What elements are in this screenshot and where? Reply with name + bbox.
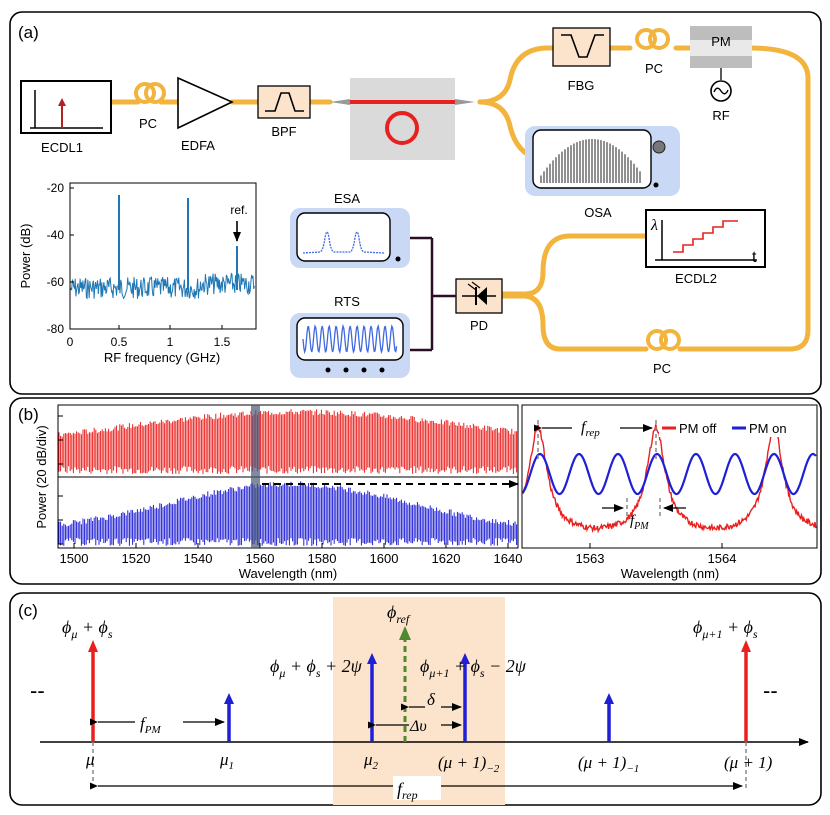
legend-pm-on: PM on xyxy=(749,421,787,436)
pc3-label: PC xyxy=(653,361,671,376)
spectrum-xticks xyxy=(73,543,509,548)
osa-spectrum-lines xyxy=(540,139,641,183)
panel-a-label: (a) xyxy=(18,23,39,42)
inset-ylabel: Power (dB) xyxy=(18,223,33,288)
b-right-xlabel: Wavelength (nm) xyxy=(621,566,720,581)
b-left-xtick-4: 1580 xyxy=(308,551,337,566)
fbg-filter xyxy=(552,27,611,67)
electrical-cables xyxy=(410,236,456,352)
b-left-ylabel: Power (20 dB/div) xyxy=(34,425,49,528)
edfa-label: EDFA xyxy=(181,138,215,153)
ecdl1-laser xyxy=(20,80,112,134)
rf-noise-trace xyxy=(70,272,255,300)
inset-xlabel: RF frequency (GHz) xyxy=(104,350,220,365)
inset-ytick-4: -80 xyxy=(47,322,65,336)
inset-annotation-ref: ref. xyxy=(230,203,247,217)
zoom-pm-off xyxy=(522,424,817,534)
panel-a-frame xyxy=(9,11,822,395)
phi-mu1-right: ϕμ+1 + ϕs xyxy=(693,617,758,641)
phi-mu-left: ϕμ + ϕs xyxy=(62,617,113,641)
ecdl2-lambda: λ xyxy=(650,217,658,234)
tick-mu: μ xyxy=(85,750,95,769)
legend-pm-off: PM off xyxy=(679,421,717,436)
ecdl2-t: t xyxy=(752,249,757,266)
b-left-xtick-1: 1520 xyxy=(122,551,151,566)
osa-label: OSA xyxy=(584,205,612,220)
b-left-xtick-2: 1540 xyxy=(184,551,213,566)
pc3-coil-icon xyxy=(646,329,681,351)
spectrum-yticks xyxy=(58,415,63,545)
frep-label: frep xyxy=(581,419,600,439)
esa-label: ESA xyxy=(334,191,360,206)
inset-xtick-1: 0 xyxy=(67,335,74,349)
dashes-right: -- xyxy=(763,678,778,703)
phase-modulator xyxy=(690,26,752,102)
zoom-highlight-band xyxy=(251,405,260,548)
bpf-label: BPF xyxy=(271,124,296,139)
rts-label: RTS xyxy=(334,294,360,309)
ecdl1-label: ECDL1 xyxy=(41,140,83,155)
spectrum-pm-on xyxy=(58,481,518,546)
edfa-amplifier-icon xyxy=(177,76,234,130)
inset-xtick-3: 1 xyxy=(167,335,174,349)
b-left-xtick-6: 1620 xyxy=(432,551,461,566)
b-right-xtick-0: 1563 xyxy=(576,551,605,566)
pc2-label: PC xyxy=(645,61,663,76)
inset-xtick-2: 0.5 xyxy=(111,335,128,349)
pm-label: PM xyxy=(711,34,731,49)
esa-instrument xyxy=(290,208,410,268)
osa-instrument xyxy=(525,126,680,196)
reference-region-box xyxy=(333,597,505,805)
microring-resonator xyxy=(330,78,475,160)
rf-spectrum-inset xyxy=(69,182,257,330)
tick-mu-plus-1-minus-2: (μ + 1)−2 xyxy=(438,753,500,775)
panel-c-label: (c) xyxy=(18,601,38,620)
pc1-label: PC xyxy=(139,116,157,131)
bpf-filter xyxy=(257,85,311,119)
fbg-label: FBG xyxy=(568,78,595,93)
photodetector xyxy=(455,278,503,314)
inset-ytick-1: -20 xyxy=(47,181,65,195)
inset-ytick-3: -60 xyxy=(47,275,65,289)
tick-mu1: μ1 xyxy=(219,750,234,772)
fpm-label: fPM xyxy=(630,513,649,532)
panel-b-frame xyxy=(9,397,822,585)
pc1-coil-icon xyxy=(134,82,166,104)
panel-b-label: (b) xyxy=(18,405,39,424)
pc2-coil-icon xyxy=(635,28,670,50)
b-left-xtick-0: 1500 xyxy=(60,551,89,566)
b-left-xlabel: Wavelength (nm) xyxy=(239,566,338,581)
b-left-xtick-5: 1600 xyxy=(370,551,399,566)
pd-label: PD xyxy=(470,318,488,333)
delta-label: δ xyxy=(427,690,436,709)
rts-waveform xyxy=(302,323,398,355)
zoom-legend xyxy=(659,417,813,437)
spectrum-pm-off xyxy=(58,409,518,474)
b-left-xtick-7: 1640 xyxy=(494,551,523,566)
rts-instrument xyxy=(290,313,410,378)
b-right-xtick-1: 1564 xyxy=(708,551,737,566)
tick-mu-plus-1: (μ + 1) xyxy=(724,753,773,772)
tick-mu-plus-1-minus-1: (μ + 1)−1 xyxy=(578,753,639,775)
delta-nu-label: Δυ xyxy=(409,718,427,735)
zoom-pm-on xyxy=(522,452,817,496)
b-left-xtick-3: 1560 xyxy=(246,551,275,566)
inset-ytick-2: -40 xyxy=(47,228,65,242)
ecdl2-label: ECDL2 xyxy=(675,271,717,286)
rf-label: RF xyxy=(712,108,729,123)
inset-xtick-4: 1.5 xyxy=(214,335,231,349)
dashes-left: -- xyxy=(30,678,45,703)
ecdl2-laser xyxy=(645,209,766,268)
